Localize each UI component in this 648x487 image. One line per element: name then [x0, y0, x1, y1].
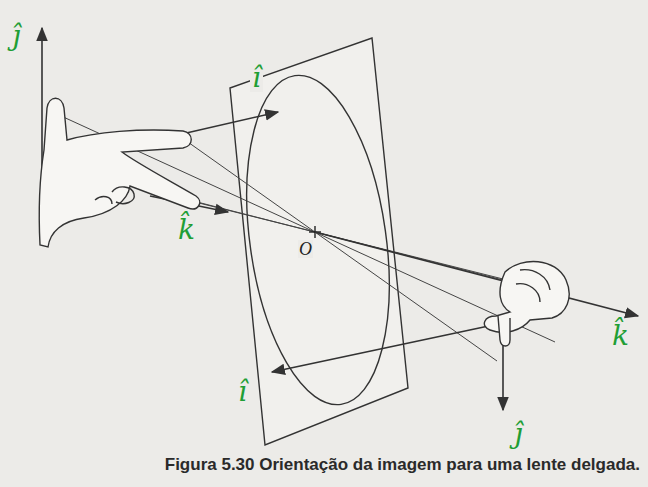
image-hand [484, 262, 569, 346]
image-axes [272, 232, 638, 410]
origin-label: O [298, 240, 313, 258]
axis-label: k̂ [176, 216, 197, 244]
axis-label: î [250, 64, 263, 92]
axis-label: ĵ [512, 420, 525, 448]
axis-label: î [236, 378, 249, 406]
figure-caption: Figura 5.30 Orientação da imagem para um… [165, 456, 640, 473]
axis-label: ĵ [10, 22, 23, 50]
object-hand [39, 98, 199, 247]
lens-plane [230, 38, 408, 445]
axis-label: k̂ [610, 322, 631, 350]
